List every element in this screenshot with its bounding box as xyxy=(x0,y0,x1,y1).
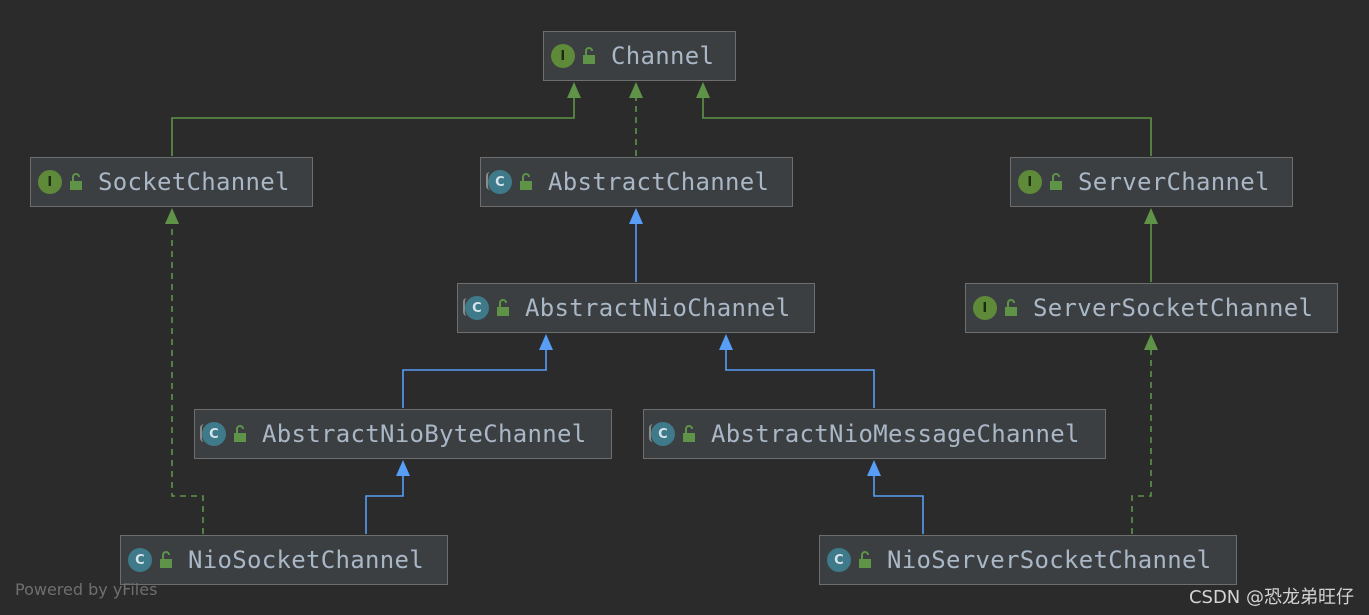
interface-icon: I xyxy=(551,44,575,68)
node-nio-socket-channel[interactable]: C NioSocketChannel xyxy=(120,535,448,585)
node-label: NioSocketChannel xyxy=(188,546,424,574)
node-abstract-nio-byte-channel[interactable]: C AbstractNioByteChannel xyxy=(194,409,612,459)
arrowhead xyxy=(629,208,643,224)
node-channel[interactable]: I Channel xyxy=(543,31,736,81)
interface-icon: I xyxy=(973,296,997,320)
powered-by-label: Powered by yFiles xyxy=(15,580,158,599)
arrowhead xyxy=(1144,334,1158,350)
arrowhead xyxy=(567,82,581,98)
node-server-channel[interactable]: I ServerChannel xyxy=(1010,157,1293,207)
node-label: AbstractNioByteChannel xyxy=(262,420,587,448)
node-label: SocketChannel xyxy=(98,168,290,196)
node-label: ServerChannel xyxy=(1078,168,1270,196)
edge-bytechannel-niochannel xyxy=(402,350,547,408)
edge-serverchannel-channel xyxy=(702,98,1152,156)
unlocked-icon xyxy=(1005,299,1017,316)
arrowhead xyxy=(719,334,733,350)
class-icon: C xyxy=(827,548,851,572)
arrowhead xyxy=(867,460,881,476)
arrowhead xyxy=(629,82,643,98)
node-label: AbstractChannel xyxy=(548,168,770,196)
interface-icon: I xyxy=(1018,170,1042,194)
edge-nioserversocket-serversocketchannel xyxy=(1131,350,1152,534)
unlocked-icon xyxy=(234,425,246,442)
unlocked-icon xyxy=(70,173,82,190)
abstract-class-icon: C xyxy=(200,422,226,446)
node-socket-channel[interactable]: I SocketChannel xyxy=(30,157,313,207)
node-label: AbstractNioMessageChannel xyxy=(711,420,1080,448)
abstract-class-icon: C xyxy=(463,296,489,320)
watermark: CSDN @恐龙弟旺仔 xyxy=(1188,587,1354,608)
edge-socketchannel-channel xyxy=(171,98,575,156)
node-label: NioServerSocketChannel xyxy=(887,546,1212,574)
abstract-class-icon: C xyxy=(649,422,675,446)
unlocked-icon xyxy=(520,173,532,190)
node-nio-server-socket-channel[interactable]: C NioServerSocketChannel xyxy=(819,535,1237,585)
edge-messagechannel-niochannel xyxy=(725,350,875,408)
node-label: ServerSocketChannel xyxy=(1033,294,1314,322)
unlocked-icon xyxy=(859,551,871,568)
unlocked-icon xyxy=(683,425,695,442)
arrowhead xyxy=(696,82,710,98)
arrowhead xyxy=(165,208,179,224)
unlocked-icon xyxy=(1050,173,1062,190)
abstract-class-icon: C xyxy=(486,170,512,194)
node-label: AbstractNioChannel xyxy=(525,294,791,322)
arrowhead xyxy=(539,334,553,350)
unlocked-icon xyxy=(497,299,509,316)
edge-nioserversocket-messagechannel xyxy=(873,476,924,534)
node-abstract-nio-message-channel[interactable]: C AbstractNioMessageChannel xyxy=(643,409,1106,459)
unlocked-icon xyxy=(583,47,595,64)
interface-icon: I xyxy=(38,170,62,194)
class-icon: C xyxy=(128,548,152,572)
edge-niosocket-bytechannel xyxy=(365,476,404,534)
node-label: Channel xyxy=(611,42,715,70)
arrowhead xyxy=(396,460,410,476)
node-abstract-channel[interactable]: C AbstractChannel xyxy=(480,157,793,207)
node-abstract-nio-channel[interactable]: C AbstractNioChannel xyxy=(457,283,815,333)
unlocked-icon xyxy=(160,551,172,568)
arrowhead xyxy=(1144,208,1158,224)
edge-niosocket-socketchannel xyxy=(171,224,204,534)
node-server-socket-channel[interactable]: I ServerSocketChannel xyxy=(965,283,1338,333)
